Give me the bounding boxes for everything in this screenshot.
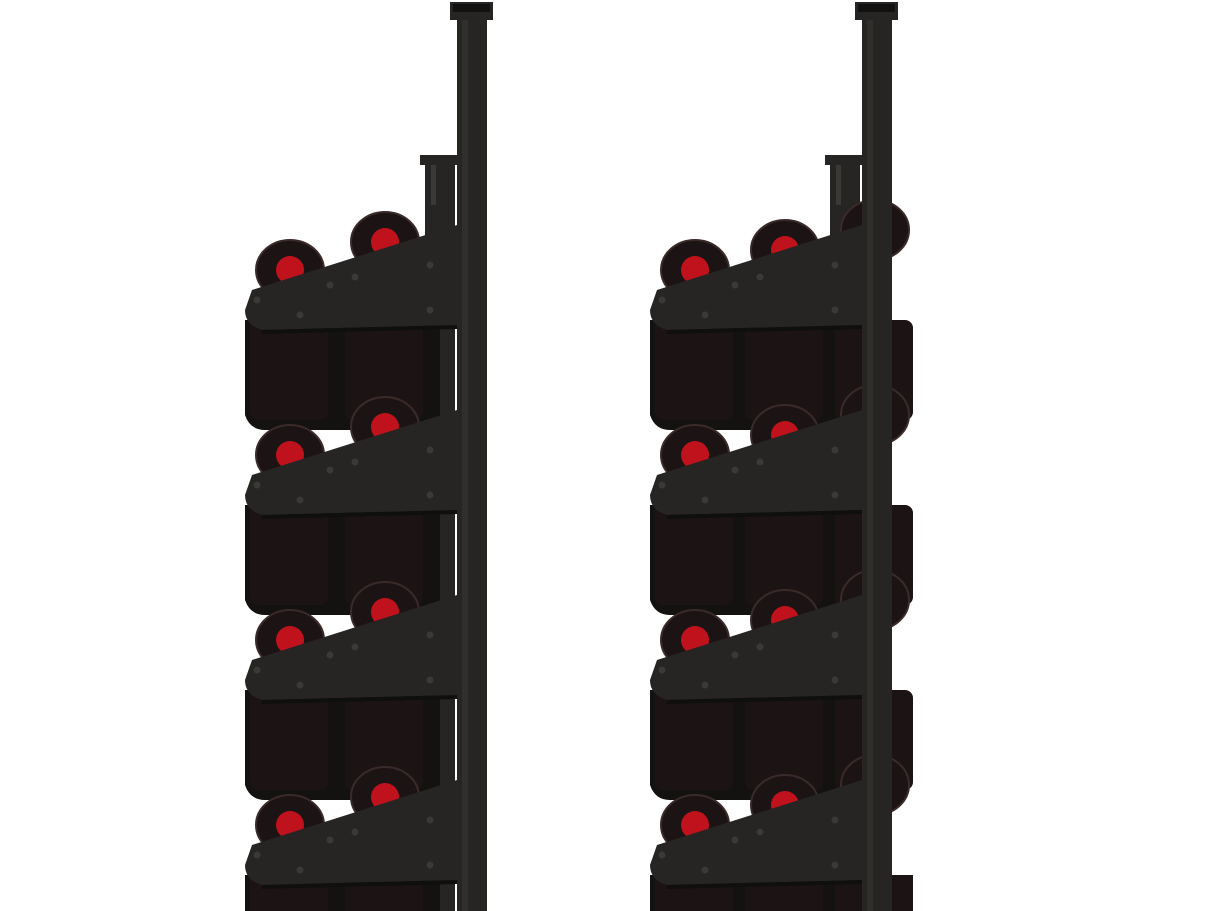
main-post: [862, 20, 892, 911]
rivet: [326, 466, 334, 474]
rivet: [253, 481, 261, 489]
rivet: [658, 296, 666, 304]
rivet: [296, 681, 304, 689]
rivet: [701, 866, 709, 874]
shelf: [245, 581, 457, 800]
shelf: [245, 396, 457, 615]
rivet: [326, 651, 334, 659]
bottle-body: [655, 690, 733, 790]
shelf-plate: [650, 595, 862, 700]
rivet: [351, 273, 359, 281]
rivet: [296, 496, 304, 504]
rivet: [756, 458, 764, 466]
rivet: [426, 446, 434, 454]
shelf-plate: [245, 225, 457, 330]
rivet: [426, 816, 434, 824]
main-post-highlight: [867, 20, 873, 911]
rivet: [756, 643, 764, 651]
rivet: [731, 836, 739, 844]
rivet: [731, 651, 739, 659]
rivet: [831, 676, 839, 684]
bottle-body: [745, 320, 823, 420]
rivet: [326, 836, 334, 844]
rivet: [351, 458, 359, 466]
wine-rack-unit: [245, 2, 493, 911]
shelf-plate: [245, 780, 457, 885]
short-post-bracket: [431, 165, 436, 205]
shelf-plate: [245, 410, 457, 515]
shelf: [245, 766, 457, 911]
rivet: [831, 861, 839, 869]
main-post-highlight: [462, 20, 468, 911]
rivet: [701, 496, 709, 504]
bottle-body: [655, 505, 733, 605]
rivet: [296, 866, 304, 874]
shelf-plate: [650, 225, 862, 330]
shelf-edge: [667, 510, 862, 519]
rivet: [658, 666, 666, 674]
rivet: [831, 446, 839, 454]
rivet: [253, 666, 261, 674]
shelf: [650, 199, 913, 430]
bottle-body: [345, 320, 423, 420]
rivet: [351, 643, 359, 651]
rivet: [701, 681, 709, 689]
shelf-edge: [667, 880, 862, 889]
rivet: [731, 466, 739, 474]
rivet: [253, 296, 261, 304]
rivet: [426, 491, 434, 499]
rivet: [296, 311, 304, 319]
shelf-edge: [262, 880, 457, 889]
shelf-edge: [262, 695, 457, 704]
rivet: [426, 676, 434, 684]
bottle-body: [250, 505, 328, 605]
rivet: [701, 311, 709, 319]
shelf-edge: [667, 695, 862, 704]
bottle-body: [250, 690, 328, 790]
rivet: [831, 261, 839, 269]
rivet: [756, 828, 764, 836]
shelf-edge: [667, 325, 862, 334]
rivet: [426, 261, 434, 269]
rivet: [731, 281, 739, 289]
rivet: [831, 631, 839, 639]
rivet: [831, 816, 839, 824]
rivet: [756, 273, 764, 281]
shelf-edge: [262, 325, 457, 334]
main-post-cap-top: [453, 4, 490, 12]
shelf: [650, 569, 913, 800]
shelf-plate: [650, 780, 862, 885]
rivet: [426, 861, 434, 869]
shelf-edge: [262, 510, 457, 519]
short-post-cap: [825, 155, 862, 165]
bottle-body: [745, 505, 823, 605]
short-post-cap: [420, 155, 457, 165]
bottle-body: [250, 320, 328, 420]
main-post-cap-top: [858, 4, 895, 12]
bottle-body: [745, 690, 823, 790]
rivet: [658, 481, 666, 489]
wine-rack-unit: [650, 2, 913, 911]
main-post: [457, 20, 487, 911]
rivet: [351, 828, 359, 836]
bottle-body: [655, 320, 733, 420]
bottle-body: [345, 690, 423, 790]
shelf-plate: [245, 595, 457, 700]
shelf: [245, 211, 457, 430]
bottle-body: [345, 505, 423, 605]
rivet: [253, 851, 261, 859]
rivet: [426, 631, 434, 639]
shelf-plate: [650, 410, 862, 515]
short-post-bracket: [836, 165, 841, 205]
rivet: [831, 491, 839, 499]
rivet: [426, 306, 434, 314]
rivet: [326, 281, 334, 289]
rivet: [658, 851, 666, 859]
rivet: [831, 306, 839, 314]
